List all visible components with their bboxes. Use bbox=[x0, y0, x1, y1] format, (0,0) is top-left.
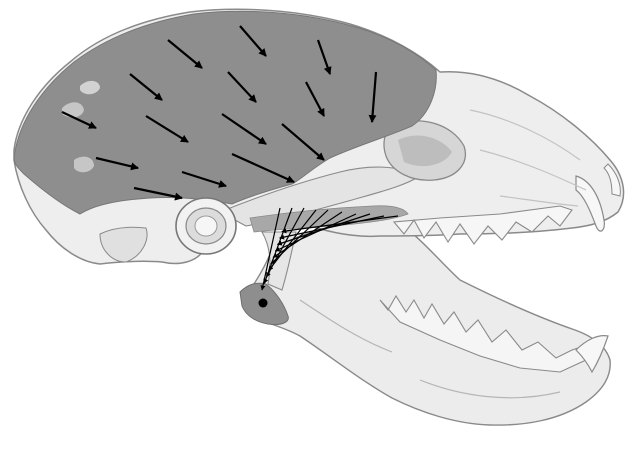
mandible bbox=[240, 218, 610, 425]
auditory-bulla bbox=[176, 198, 236, 254]
cranium bbox=[14, 9, 624, 264]
jaw-joint-pivot bbox=[259, 299, 268, 308]
